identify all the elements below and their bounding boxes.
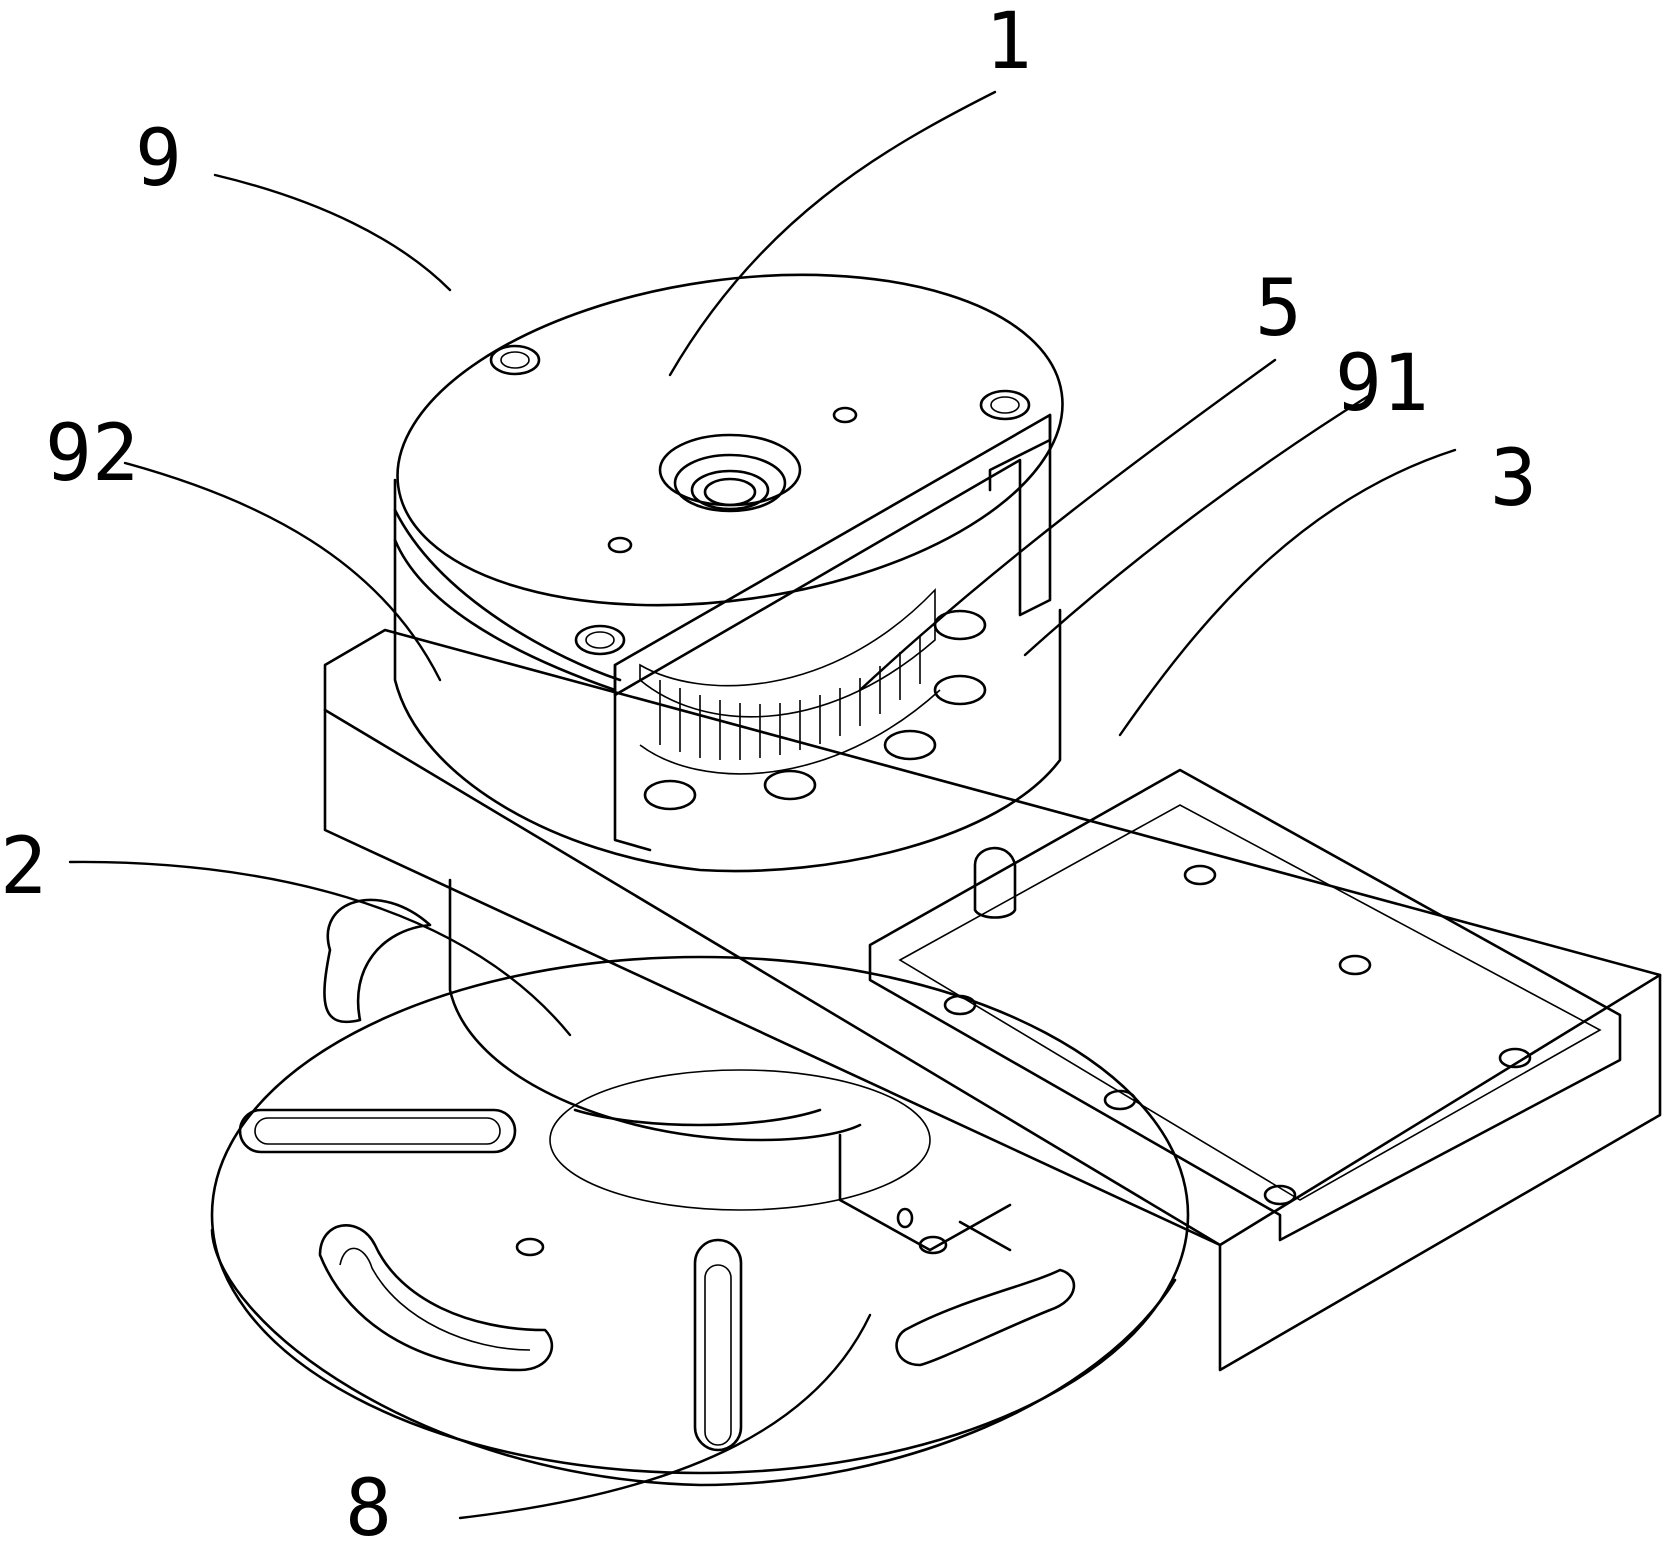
label-5: 5	[1255, 264, 1302, 354]
gear-teeth	[640, 590, 940, 774]
leader-lines	[70, 92, 1455, 1518]
label-9: 9	[135, 114, 182, 204]
label-91: 91	[1335, 339, 1429, 429]
label-3: 3	[1490, 434, 1537, 524]
lower-cylinder	[450, 880, 860, 1140]
label-92: 92	[45, 409, 139, 499]
reference-labels: 1 9 5 91 92 3 2 8	[0, 0, 1537, 1542]
upper-housing	[376, 235, 1084, 871]
label-2: 2	[0, 822, 47, 912]
label-1: 1	[985, 0, 1032, 87]
label-8: 8	[345, 1464, 392, 1542]
base-plate	[212, 900, 1188, 1485]
arm-plate	[325, 630, 1660, 1370]
